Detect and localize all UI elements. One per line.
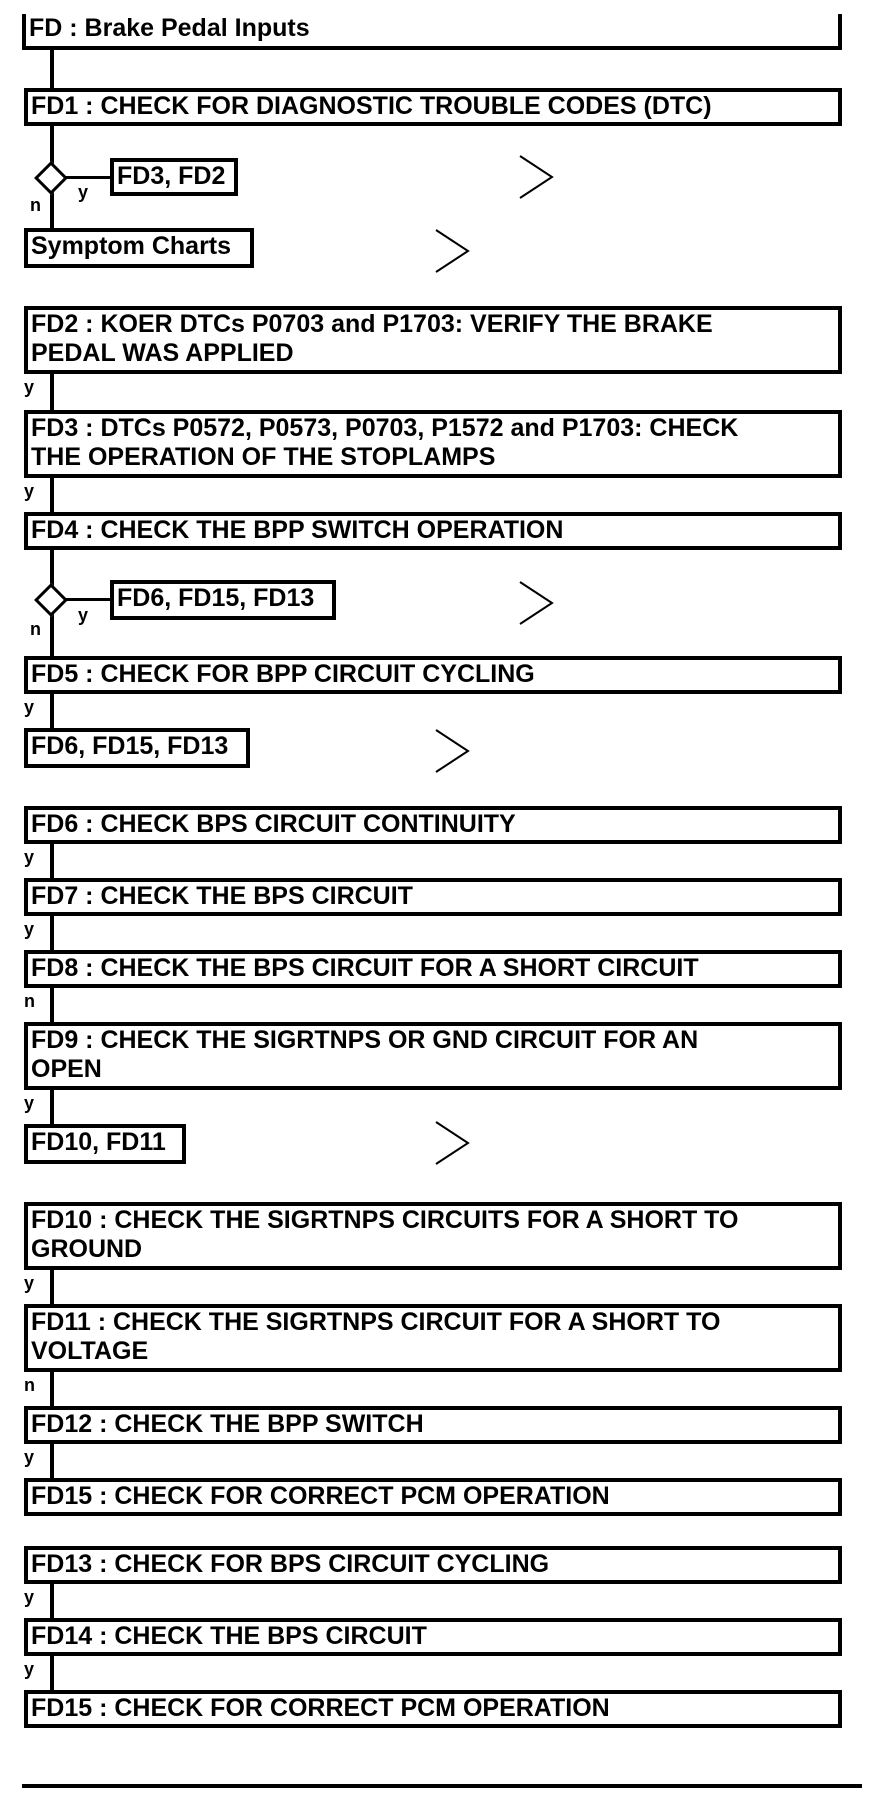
no-label: n [24,1375,35,1395]
connector [50,1584,54,1620]
yes-label: y [24,1447,35,1467]
step-fd5[interactable]: FD5 : CHECK FOR BPP CIRCUIT CYCLING [24,656,842,694]
chevron-right-icon[interactable] [516,580,556,626]
step-fd1[interactable]: FD1 : CHECK FOR DIAGNOSTIC TROUBLE CODES… [24,88,842,126]
step-fd14[interactable]: FD14 : CHECK THE BPS CIRCUIT [24,1618,842,1656]
yes-label: y [24,1587,35,1607]
bottom-divider [22,1784,862,1788]
step-fd7[interactable]: FD7 : CHECK THE BPS CIRCUIT [24,878,842,916]
decision-diamond [34,161,68,195]
no-label: n [30,619,41,639]
connector [50,694,54,730]
yes-label: y [24,1093,35,1113]
connector [50,916,54,952]
step-fd15[interactable]: FD15 : CHECK FOR CORRECT PCM OPERATION [24,1478,842,1516]
step-fd8[interactable]: FD8 : CHECK THE BPS CIRCUIT FOR A SHORT … [24,950,842,988]
connector [66,598,110,601]
yes-label: y [78,605,89,625]
goto-fd10-fd11[interactable]: FD10, FD11 [24,1124,186,1164]
step-fd6[interactable]: FD6 : CHECK BPS CIRCUIT CONTINUITY [24,806,842,844]
connector [50,1090,54,1126]
connector [50,1372,54,1408]
yes-label: y [24,697,35,717]
goto-symptom-charts[interactable]: Symptom Charts [24,228,254,268]
step-fd3[interactable]: FD3 : DTCs P0572, P0573, P0703, P1572 an… [24,410,842,478]
chevron-right-icon[interactable] [432,228,472,274]
title-box: FD : Brake Pedal Inputs [22,14,842,50]
yes-label: y [24,1659,35,1679]
connector [50,988,54,1024]
no-label: n [30,195,41,215]
step-fd2[interactable]: FD2 : KOER DTCs P0703 and P1703: VERIFY … [24,306,842,374]
step-fd13[interactable]: FD13 : CHECK FOR BPS CIRCUIT CYCLING [24,1546,842,1584]
yes-label: y [24,847,35,867]
step-fd11[interactable]: FD11 : CHECK THE SIGRTNPS CIRCUIT FOR A … [24,1304,842,1372]
step-fd15[interactable]: FD15 : CHECK FOR CORRECT PCM OPERATION [24,1690,842,1728]
goto-fd3-fd2[interactable]: FD3, FD2 [110,158,238,196]
no-label: n [24,991,35,1011]
chevron-right-icon[interactable] [432,1120,472,1166]
step-fd10[interactable]: FD10 : CHECK THE SIGRTNPS CIRCUITS FOR A… [24,1202,842,1270]
chevron-right-icon[interactable] [432,728,472,774]
chevron-right-icon[interactable] [516,154,556,200]
yes-label: y [24,481,35,501]
connector [50,1444,54,1480]
connector [50,1656,54,1692]
step-fd9[interactable]: FD9 : CHECK THE SIGRTNPS OR GND CIRCUIT … [24,1022,842,1090]
connector [50,478,54,514]
yes-label: y [24,919,35,939]
step-fd12[interactable]: FD12 : CHECK THE BPP SWITCH [24,1406,842,1444]
connector [50,1270,54,1306]
yes-label: y [78,182,89,202]
connector [50,844,54,880]
connector [66,176,110,179]
yes-label: y [24,377,35,397]
step-fd4[interactable]: FD4 : CHECK THE BPP SWITCH OPERATION [24,512,842,550]
goto-fd6-fd15-fd13[interactable]: FD6, FD15, FD13 [24,728,250,768]
decision-diamond [34,583,68,617]
connector [50,50,54,90]
connector [50,374,54,412]
goto-fd6-fd15-fd13[interactable]: FD6, FD15, FD13 [110,580,336,620]
yes-label: y [24,1273,35,1293]
